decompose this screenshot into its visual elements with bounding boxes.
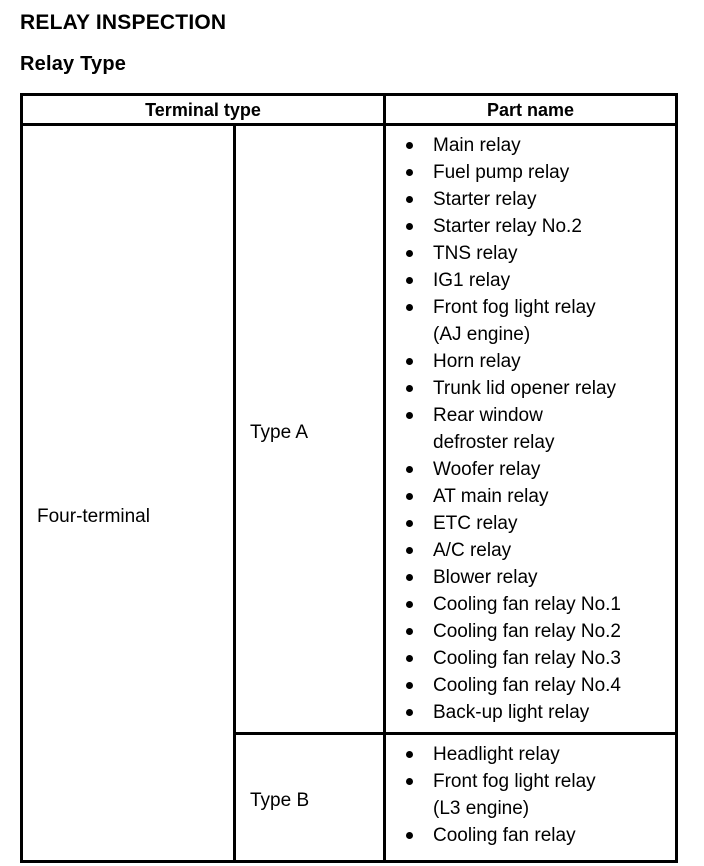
bullet-icon xyxy=(406,655,413,662)
list-item: Main relay xyxy=(393,132,621,159)
list-item: Starter relay xyxy=(393,186,621,213)
list-item-label: Front fog light relay xyxy=(433,771,596,792)
list-item-label: Back-up light relay xyxy=(433,702,590,723)
list-item-label: Horn relay xyxy=(433,351,521,372)
page-title: RELAY INSPECTION xyxy=(20,11,227,34)
list-item: Horn relay xyxy=(393,348,621,375)
list-item-label: (AJ engine) xyxy=(433,324,531,345)
bullet-icon xyxy=(406,778,413,785)
list-item-label: Woofer relay xyxy=(433,459,541,480)
header-column-divider xyxy=(383,96,386,126)
list-item: IG1 relay xyxy=(393,267,621,294)
list-item-label: Main relay xyxy=(433,135,521,156)
bullet-icon xyxy=(406,169,413,176)
list-item: TNS relay xyxy=(393,240,621,267)
bullet-icon xyxy=(406,682,413,689)
bullet-icon xyxy=(406,304,413,311)
list-item: AT main relay xyxy=(393,483,621,510)
bullet-icon xyxy=(406,250,413,257)
bullet-icon xyxy=(406,466,413,473)
section-heading: Relay Type xyxy=(20,53,127,75)
bullet-icon xyxy=(406,223,413,230)
list-item: Front fog light relay xyxy=(393,768,596,795)
list-item: Cooling fan relay No.3 xyxy=(393,645,621,672)
relay-type-table: Terminal type Part name Four-terminal Ty… xyxy=(20,93,678,863)
list-item: A/C relay xyxy=(393,537,621,564)
list-item: Starter relay No.2 xyxy=(393,213,621,240)
list-item-label: Fuel pump relay xyxy=(433,162,570,183)
list-item-label: ETC relay xyxy=(433,513,518,534)
bullet-icon xyxy=(406,493,413,500)
bullet-icon xyxy=(406,277,413,284)
list-item-label: Cooling fan relay No.3 xyxy=(433,648,621,669)
list-item-label: Blower relay xyxy=(433,567,538,588)
list-item: Cooling fan relay No.4 xyxy=(393,672,621,699)
list-item: Headlight relay xyxy=(393,741,596,768)
bullet-icon xyxy=(406,601,413,608)
bullet-icon xyxy=(406,196,413,203)
list-item: (AJ engine) xyxy=(393,321,621,348)
column-header-part-name: Part name xyxy=(486,100,575,120)
column-divider-terminal-type xyxy=(233,126,236,860)
list-item: Rear window xyxy=(393,402,621,429)
list-item-label: AT main relay xyxy=(433,486,549,507)
list-item-label: Cooling fan relay No.1 xyxy=(433,594,621,615)
list-item: Fuel pump relay xyxy=(393,159,621,186)
list-item: Back-up light relay xyxy=(393,699,621,726)
list-item-label: Front fog light relay xyxy=(433,297,596,318)
column-header-terminal-type: Terminal type xyxy=(145,100,261,120)
list-item: (L3 engine) xyxy=(393,795,596,822)
column-divider-part-name xyxy=(383,126,386,860)
bullet-icon xyxy=(406,574,413,581)
bullet-icon xyxy=(406,142,413,149)
list-item-label: IG1 relay xyxy=(433,270,511,291)
bullet-icon xyxy=(406,547,413,554)
bullet-icon xyxy=(406,358,413,365)
list-item: Blower relay xyxy=(393,564,621,591)
list-item-label: Starter relay xyxy=(433,189,537,210)
cell-type-b-label: Type B xyxy=(250,790,310,811)
list-item: Cooling fan relay xyxy=(393,822,596,849)
list-item-label: defroster relay xyxy=(433,432,555,453)
bullet-icon xyxy=(406,751,413,758)
list-item: Trunk lid opener relay xyxy=(393,375,621,402)
list-item-label: Rear window xyxy=(433,405,543,426)
list-item-label: Cooling fan relay xyxy=(433,825,576,846)
bullet-icon xyxy=(406,385,413,392)
list-item: defroster relay xyxy=(393,429,621,456)
list-item: Cooling fan relay No.2 xyxy=(393,618,621,645)
list-item-label: Cooling fan relay No.2 xyxy=(433,621,621,642)
list-item-label: A/C relay xyxy=(433,540,512,561)
list-item: ETC relay xyxy=(393,510,621,537)
bullet-icon xyxy=(406,628,413,635)
list-item: Woofer relay xyxy=(393,456,621,483)
bullet-icon xyxy=(406,412,413,419)
list-item-label: Cooling fan relay No.4 xyxy=(433,675,621,696)
list-item-label: Headlight relay xyxy=(433,744,560,765)
bullet-icon xyxy=(406,520,413,527)
cell-terminal-type: Four-terminal xyxy=(37,506,150,527)
list-item-label: (L3 engine) xyxy=(433,798,530,819)
bullet-icon xyxy=(406,832,413,839)
row-divider-type-a-type-b xyxy=(233,732,675,735)
table-header-row: Terminal type Part name xyxy=(23,96,675,126)
list-item-label: TNS relay xyxy=(433,243,518,264)
list-item: Cooling fan relay No.1 xyxy=(393,591,621,618)
bullet-icon xyxy=(406,709,413,716)
list-item: Front fog light relay xyxy=(393,294,621,321)
list-item-label: Trunk lid opener relay xyxy=(433,378,617,399)
cell-type-a-label: Type A xyxy=(250,422,309,443)
list-item-label: Starter relay No.2 xyxy=(433,216,582,237)
